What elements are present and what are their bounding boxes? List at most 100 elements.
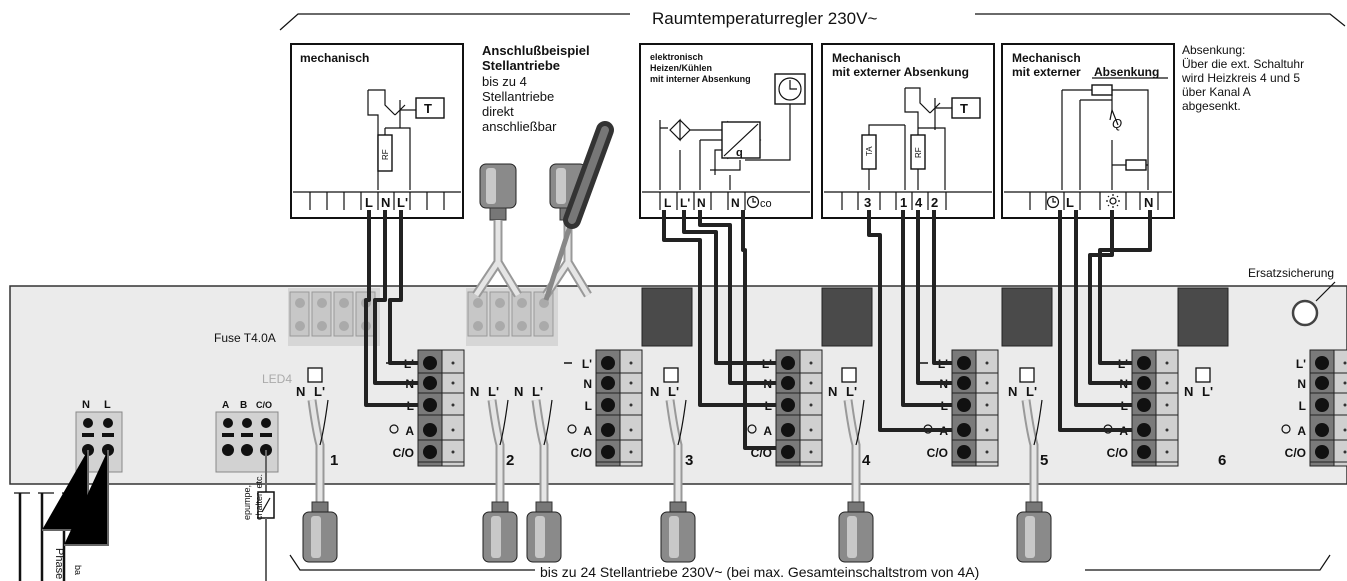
controller-wires bbox=[364, 210, 1152, 450]
svg-text:L: L bbox=[1066, 195, 1074, 210]
example-text: Anschlußbeispiel Stellantriebe bis zu 4 … bbox=[482, 43, 590, 134]
clock-icon bbox=[567, 424, 577, 434]
svg-text:4: 4 bbox=[862, 452, 871, 469]
svg-text:1: 1 bbox=[900, 195, 907, 210]
svg-text:2: 2 bbox=[506, 452, 514, 469]
bottom-bracket-right bbox=[1085, 554, 1331, 571]
terminal-block-label: L' bbox=[1296, 357, 1306, 371]
svg-text:5: 5 bbox=[1040, 452, 1048, 469]
aux-terminal: A B C/O bbox=[215, 400, 279, 473]
controller-mechanisch-extern-1: Mechanisch mit externer Absenkung T RF T… bbox=[821, 43, 995, 219]
terminal-block-label: N bbox=[583, 377, 592, 391]
svg-text:L': L' bbox=[680, 196, 690, 210]
svg-text:T: T bbox=[960, 101, 968, 116]
connector-icon bbox=[307, 367, 323, 383]
clock-icon bbox=[389, 424, 399, 434]
svg-text:L: L bbox=[664, 196, 671, 210]
actuator-n-label: N bbox=[1184, 384, 1193, 399]
svg-text:direkt: direkt bbox=[482, 104, 514, 119]
svg-text:mit externer: mit externer bbox=[1012, 65, 1081, 79]
svg-text:bis zu 4: bis zu 4 bbox=[482, 74, 527, 89]
actuator-head-icon bbox=[838, 399, 874, 563]
actuator-l-label: L' bbox=[532, 384, 543, 399]
svg-text:Absenkung:: Absenkung: bbox=[1182, 43, 1245, 57]
svg-text:anschließbar: anschließbar bbox=[482, 119, 557, 134]
connector-icon bbox=[1019, 367, 1035, 383]
spare-fuse-icon bbox=[1291, 299, 1319, 327]
svg-text:2: 2 bbox=[931, 195, 938, 210]
actuator-head-icon bbox=[482, 399, 518, 563]
zone-numbers: 1 2 3 4 5 6 bbox=[330, 452, 1226, 469]
actuator-head-icon bbox=[1016, 399, 1052, 563]
terminal-block-label: A bbox=[763, 424, 772, 438]
actuator-l-label: L' bbox=[488, 384, 499, 399]
svg-text:N: N bbox=[381, 195, 390, 210]
diagram-title: Raumtemperaturregler 230V~ bbox=[652, 9, 877, 28]
svg-text:Heizen/Kühlen: Heizen/Kühlen bbox=[650, 63, 712, 73]
note-text: Absenkung: Über die ext. Schaltuhr wird … bbox=[1181, 43, 1304, 113]
controller-mechanisch-extern-2: Mechanisch mit externer Absenkung Q L N bbox=[1001, 43, 1175, 219]
svg-text:A: A bbox=[222, 400, 229, 411]
actuator-n-label: N bbox=[514, 384, 523, 399]
svg-text:epumpe,: epumpe, bbox=[242, 485, 252, 520]
terminal-block-label: C/O bbox=[1107, 446, 1128, 460]
actuator-head-icon bbox=[526, 399, 562, 563]
fuse-terminals bbox=[289, 291, 376, 337]
svg-text:Phase: Phase bbox=[53, 548, 65, 579]
svg-text:B: B bbox=[240, 400, 247, 411]
actuator-l-label: L' bbox=[1026, 384, 1037, 399]
svg-text:Stellantriebe: Stellantriebe bbox=[482, 58, 560, 73]
controller-elektronisch: elektronisch Heizen/Kühlen mit interner … bbox=[639, 43, 813, 219]
svg-text:N: N bbox=[82, 399, 90, 411]
terminal-block-label: C/O bbox=[927, 446, 948, 460]
actuator-head-top-icon bbox=[472, 163, 522, 298]
svg-text:6: 6 bbox=[1218, 452, 1226, 469]
terminal-block-label: L bbox=[585, 399, 592, 413]
actuator-l-label: L' bbox=[668, 384, 679, 399]
actuator-n-label: N bbox=[828, 384, 837, 399]
title-bracket-right bbox=[975, 13, 1346, 27]
svg-text:mit externer Absenkung: mit externer Absenkung bbox=[832, 65, 969, 79]
connector-icon bbox=[1195, 367, 1211, 383]
terminal-block-label: N bbox=[1297, 377, 1306, 391]
connector-icon bbox=[663, 367, 679, 383]
svg-text:über Kanal A: über Kanal A bbox=[1182, 85, 1251, 99]
svg-text:Anschlußbeispiel: Anschlußbeispiel bbox=[482, 43, 590, 58]
actuator-head-icon bbox=[302, 399, 338, 563]
actuator-n-label: N bbox=[296, 384, 305, 399]
svg-text:elektronisch: elektronisch bbox=[650, 52, 703, 62]
svg-text:4: 4 bbox=[915, 195, 923, 210]
svg-text:Q: Q bbox=[1112, 116, 1122, 131]
actuator-n-label: N bbox=[470, 384, 479, 399]
actuator-n-label: N bbox=[1008, 384, 1017, 399]
terminal-block-label: C/O bbox=[393, 446, 414, 460]
svg-text:wird Heizkreis 4 und 5: wird Heizkreis 4 und 5 bbox=[1181, 71, 1300, 85]
bottom-bracket-left bbox=[289, 554, 535, 571]
svg-text:L: L bbox=[365, 195, 373, 210]
svg-text:RF: RF bbox=[381, 149, 390, 160]
svg-text:co: co bbox=[760, 198, 772, 210]
svg-text:C/O: C/O bbox=[256, 400, 272, 410]
svg-text:Stellantriebe: Stellantriebe bbox=[482, 89, 554, 104]
svg-text:TA: TA bbox=[865, 146, 874, 156]
clock-icon bbox=[747, 424, 757, 434]
svg-text:q: q bbox=[736, 147, 743, 159]
svg-text:ba: ba bbox=[73, 565, 83, 575]
svg-text:N: N bbox=[1144, 195, 1153, 210]
actuator-head-icon bbox=[660, 399, 696, 563]
svg-text:L: L bbox=[104, 399, 111, 411]
actuator-l-label: L' bbox=[314, 384, 325, 399]
terminal-block-label: L' bbox=[582, 357, 592, 371]
svg-text:3: 3 bbox=[685, 452, 693, 469]
svg-text:mechanisch: mechanisch bbox=[300, 51, 369, 65]
svg-text:RF: RF bbox=[914, 147, 923, 158]
actuator-l-label: L' bbox=[846, 384, 857, 399]
left-supply-wiring: Phase ba epumpe, chalter, etc. bbox=[14, 450, 275, 581]
actuator-n-label: N bbox=[650, 384, 659, 399]
screwdriver-icon bbox=[543, 121, 614, 301]
